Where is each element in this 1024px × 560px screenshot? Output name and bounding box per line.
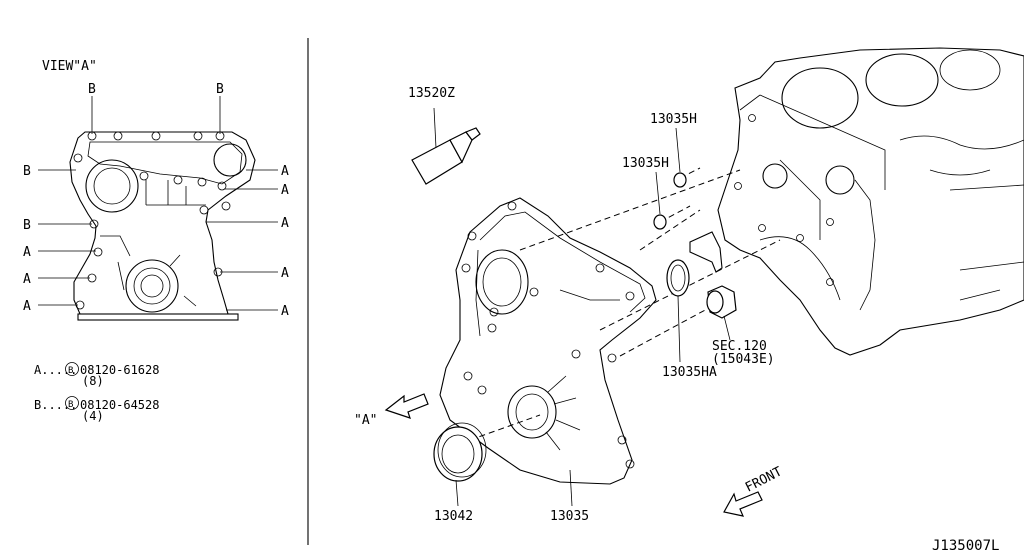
engine-block (689, 47, 1024, 356)
engine-bolt-holes (734, 114, 834, 286)
view-a-arrow (384, 393, 429, 419)
o-ring-13035h-top (673, 127, 687, 188)
view-a-top-boss (213, 143, 247, 177)
bolt-b-label-4: B (23, 218, 31, 233)
bolt-a-label-r3: A (281, 216, 289, 231)
callout-13035h-mid: 13035H (622, 156, 669, 171)
bolt-b-label-2: B (216, 82, 224, 97)
cylinder-bore-2 (865, 53, 939, 107)
front-cover-13035 (439, 197, 657, 485)
view-a-b-leaders (38, 96, 221, 225)
view-a-title: VIEW"A" (42, 59, 97, 74)
view-a-inner-outline (87, 141, 243, 185)
view-a-a-leaders-left (38, 250, 96, 306)
view-a-bottom-flange (77, 313, 239, 321)
legend-a-bolt-symbol: B (68, 366, 73, 376)
oil-seal-13042 (433, 422, 487, 507)
o-ring-13035h-mid (653, 171, 667, 230)
bolt-b-label-3: B (23, 164, 31, 179)
legend-b-part: 08120-64528 (80, 398, 159, 412)
callout-view-arrow: "A" (354, 413, 377, 428)
bolt-a-label-r5: A (281, 304, 289, 319)
cylinder-bore-3 (939, 49, 1001, 91)
callout-sec-line2: (15043E) (712, 352, 775, 367)
legend-b-key: B..... (34, 398, 77, 412)
callout-13042: 13042 (434, 509, 473, 524)
callout-13520z: 13520Z (408, 86, 455, 101)
bushing-sec120 (706, 285, 737, 341)
callout-front: FRONT (743, 464, 785, 495)
legend-a-qty: (8) (82, 374, 104, 388)
engine-port-2 (825, 165, 855, 195)
engine-port-1 (762, 163, 788, 189)
cover-crank-boss (507, 385, 557, 439)
cover-upper-opening (475, 249, 529, 315)
view-a-panel: VIEW"A" (23, 59, 289, 423)
bolt-a-label-r1: A (281, 164, 289, 179)
legend-a-part: 08120-61628 (80, 363, 159, 377)
legend-b-bolt-symbol: B (68, 400, 73, 410)
callout-13035h-top: 13035H (650, 112, 697, 127)
bolt-a-label-r4: A (281, 266, 289, 281)
cylinder-bore-1 (781, 67, 859, 129)
callout-sec-line1: SEC.120 (712, 339, 767, 354)
engine-bracket (689, 231, 723, 273)
view-a-a-leaders-right (206, 169, 278, 311)
legend-b-bolt-icon (65, 396, 79, 410)
view-a-crank-seal (140, 274, 164, 298)
view-a-crank-opening-inner (133, 267, 171, 305)
view-a-ribs (100, 180, 206, 307)
bolt-a-label-l2: A (23, 272, 31, 287)
cover-bolt-holes (461, 201, 635, 469)
callout-13035: 13035 (550, 509, 589, 524)
legend-b-qty: (4) (82, 409, 104, 423)
view-a-cover-outline (69, 131, 256, 315)
legend-a-key: A..... (34, 363, 77, 377)
diagram-id: J135007L (932, 538, 999, 554)
sealant-tube-13520z (411, 107, 481, 185)
legend-a-bolt-icon (65, 362, 79, 376)
view-a-upper-opening-inner (93, 167, 131, 205)
front-arrow (723, 491, 763, 517)
bolt-legend: A..... B 08120-61628 (8) B..... B 08120-… (34, 362, 159, 423)
bolt-a-label-r2: A (281, 183, 289, 198)
o-ring-13035ha (666, 259, 690, 363)
bolt-a-label-l3: A (23, 299, 31, 314)
view-a-crank-opening (125, 259, 179, 313)
view-a-upper-opening (85, 159, 139, 213)
cover-leader (569, 469, 573, 507)
bolt-a-label-l1: A (23, 245, 31, 260)
callout-13035ha: 13035HA (662, 365, 717, 380)
bolt-b-label-1: B (88, 82, 96, 97)
